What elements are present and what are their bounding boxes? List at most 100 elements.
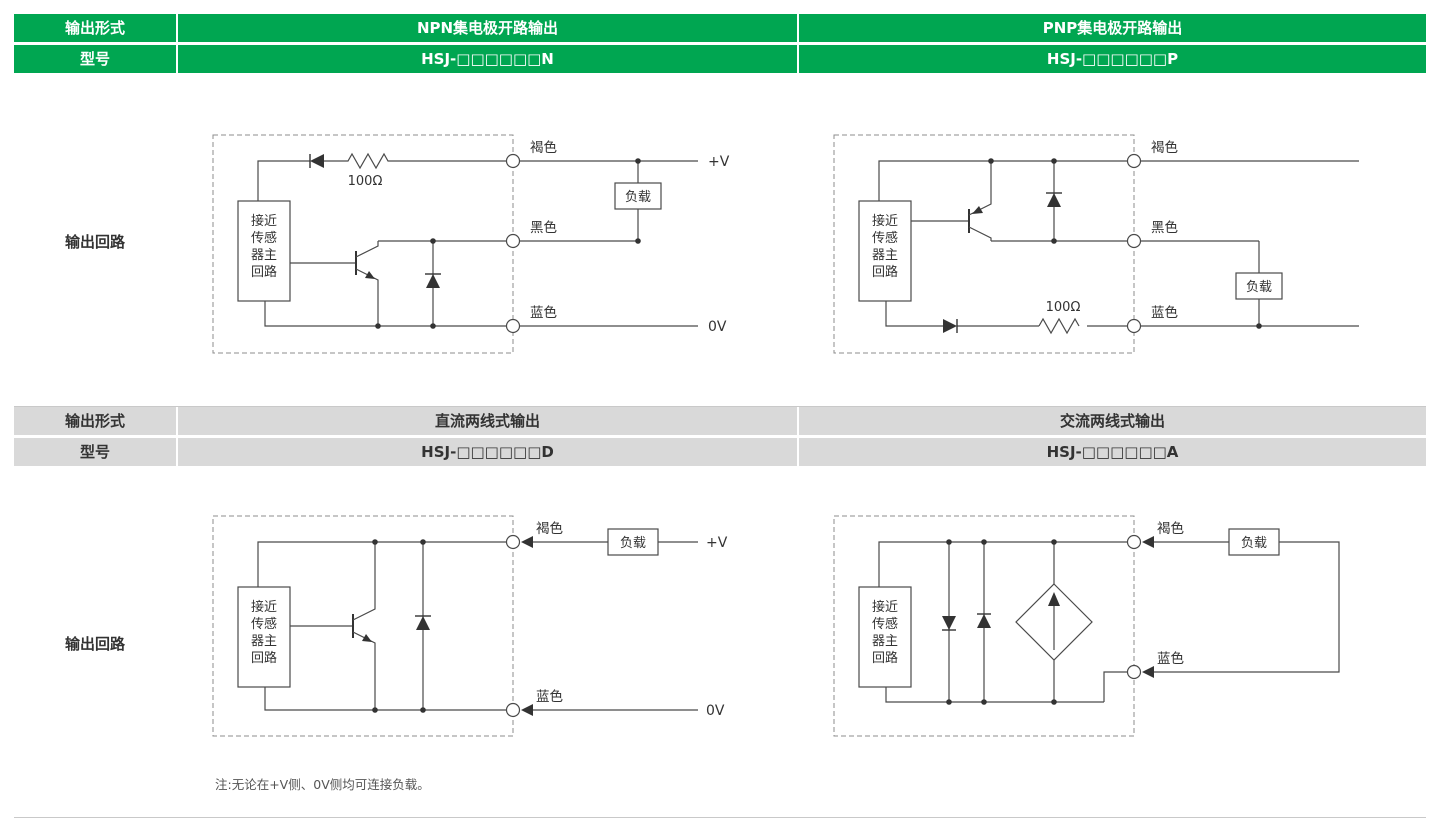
npn-wires — [257, 152, 506, 327]
external-wiring — [520, 158, 698, 327]
wire-label-brown: 褐色 — [1151, 139, 1178, 156]
wire-label-brown: 褐色 — [530, 139, 557, 156]
sensor-box-line2: 传感 — [251, 230, 277, 246]
supply-positive-label: +V — [706, 535, 728, 551]
pnp-transistor — [911, 161, 992, 241]
pnp-circuit-diagram: 接近 传感 器主 回路 — [833, 134, 1359, 354]
sensor-box-line1: 接近 — [872, 599, 898, 615]
sensor-box-line3: 器主 — [251, 248, 277, 263]
terminal-blue — [505, 702, 521, 718]
junction-dots — [375, 238, 436, 329]
junction-dots — [946, 539, 1057, 705]
terminal-brown — [505, 153, 521, 169]
terminals — [1126, 534, 1154, 680]
output-type-row-label: 输出形式 — [14, 407, 176, 435]
dc-two-wire-circuit-diagram: 接近 传感 器主 回路 — [212, 515, 728, 737]
sensor-box-line4: 回路 — [872, 264, 898, 280]
output-type-row-label: 输出形式 — [14, 14, 176, 42]
terminal-blue — [1126, 318, 1142, 334]
npn-transistor — [290, 542, 376, 710]
sensor-box-line4: 回路 — [251, 650, 277, 666]
bridge-rectifier-diamond — [1015, 542, 1093, 702]
ac-output-type-header: 交流两线式输出 — [799, 407, 1426, 435]
wire-label-brown: 褐色 — [1157, 520, 1184, 537]
supply-negative-label: 0V — [706, 703, 725, 719]
terminal-black — [505, 233, 521, 249]
external-wiring — [1154, 541, 1340, 673]
connector-arrow-blue — [521, 704, 533, 716]
sensor-box-line4: 回路 — [251, 264, 277, 280]
load-box: 负载 — [614, 182, 662, 210]
ac-two-wire-circuit-diagram: 接近 传感 器主 回路 — [833, 515, 1340, 737]
connector-arrow-brown — [1142, 536, 1154, 548]
npn-output-type-header: NPN集电极开路输出 — [178, 14, 797, 42]
model-row-label: 型号 — [14, 438, 176, 466]
ac-wires — [878, 541, 1127, 703]
sensor-main-circuit-box: 接近 传感 器主 回路 — [237, 200, 291, 302]
resistor-label: 100Ω — [1046, 300, 1081, 315]
terminal-blue — [1126, 664, 1142, 680]
load-label: 负载 — [1241, 536, 1267, 551]
terminals — [505, 153, 521, 334]
pnp-model: HSJ-□□□□□□P — [799, 45, 1426, 73]
sensor-box-line3: 器主 — [872, 248, 898, 263]
pnp-output-type-header: PNP集电极开路输出 — [799, 14, 1426, 42]
load-box: 负载 — [1228, 528, 1280, 556]
dc-output-type-header: 直流两线式输出 — [178, 407, 797, 435]
zener-diode — [425, 241, 441, 326]
load-label: 负载 — [625, 190, 651, 205]
dc-model: HSJ-□□□□□□D — [178, 438, 797, 466]
zener-diode — [1046, 161, 1062, 241]
terminal-brown — [1126, 153, 1142, 169]
section-divider — [14, 406, 1426, 407]
sensor-box-line1: 接近 — [872, 213, 898, 229]
npn-circuit-cell: 100Ω 接近 传感 器主 回路 — [178, 76, 797, 406]
sensor-box-line2: 传感 — [872, 230, 898, 246]
npn-transistor — [290, 241, 379, 326]
dc-circuit-note: 注:无论在+V侧、0V侧均可连接负载。 — [215, 777, 430, 792]
junction-dots — [988, 158, 1057, 244]
dc-circuit-cell: 接近 传感 器主 回路 — [178, 469, 797, 817]
load-box: 负载 — [607, 528, 659, 556]
terminals — [1126, 153, 1142, 334]
wire-label-blue: 蓝色 — [530, 304, 557, 321]
protection-diode — [943, 319, 958, 333]
wire-label-blue: 蓝色 — [1157, 650, 1184, 667]
protection-diode — [309, 154, 324, 168]
external-wiring — [1141, 160, 1359, 329]
section-npn-pnp: 输出形式 NPN集电极开路输出 PNP集电极开路输出 型号 HSJ-□□□□□□… — [14, 14, 1426, 406]
wire-label-blue: 蓝色 — [1151, 304, 1178, 321]
sensor-box-line2: 传感 — [251, 616, 277, 632]
terminals — [505, 534, 533, 718]
resistor-label: 100Ω — [348, 174, 383, 189]
terminal-blue — [505, 318, 521, 334]
sensor-box-line1: 接近 — [251, 213, 277, 229]
wire-label-black: 黑色 — [1151, 219, 1178, 236]
load-label: 负载 — [1246, 280, 1272, 295]
sensor-main-circuit-box: 接近 传感 器主 回路 — [858, 586, 912, 688]
zener-diode-pair — [942, 542, 991, 702]
terminal-brown — [505, 534, 521, 550]
sensor-box-line1: 接近 — [251, 599, 277, 615]
ac-circuit-cell: 接近 传感 器主 回路 — [799, 469, 1426, 817]
connector-arrow-brown — [521, 536, 533, 548]
wire-label-blue: 蓝色 — [536, 688, 563, 705]
external-wiring — [533, 541, 698, 711]
load-label: 负载 — [620, 536, 646, 551]
connector-arrow-blue — [1142, 666, 1154, 678]
sensor-outline — [212, 515, 514, 737]
zener-diode — [415, 542, 431, 710]
pnp-circuit-cell: 接近 传感 器主 回路 — [799, 76, 1426, 406]
pnp-wires — [878, 160, 1127, 335]
supply-negative-label: 0V — [708, 319, 727, 335]
supply-positive-label: +V — [708, 154, 730, 170]
load-box: 负载 — [1235, 272, 1283, 300]
page-bottom-rule — [14, 817, 1426, 818]
sensor-outline — [833, 515, 1135, 737]
sensor-box-line3: 器主 — [251, 634, 277, 649]
npn-circuit-diagram: 100Ω 接近 传感 器主 回路 — [212, 134, 730, 354]
section-dc-ac: 输出形式 直流两线式输出 交流两线式输出 型号 HSJ-□□□□□□D HSJ-… — [14, 407, 1426, 817]
circuit-row-label: 输出回路 — [64, 634, 125, 653]
terminal-black — [1126, 233, 1142, 249]
